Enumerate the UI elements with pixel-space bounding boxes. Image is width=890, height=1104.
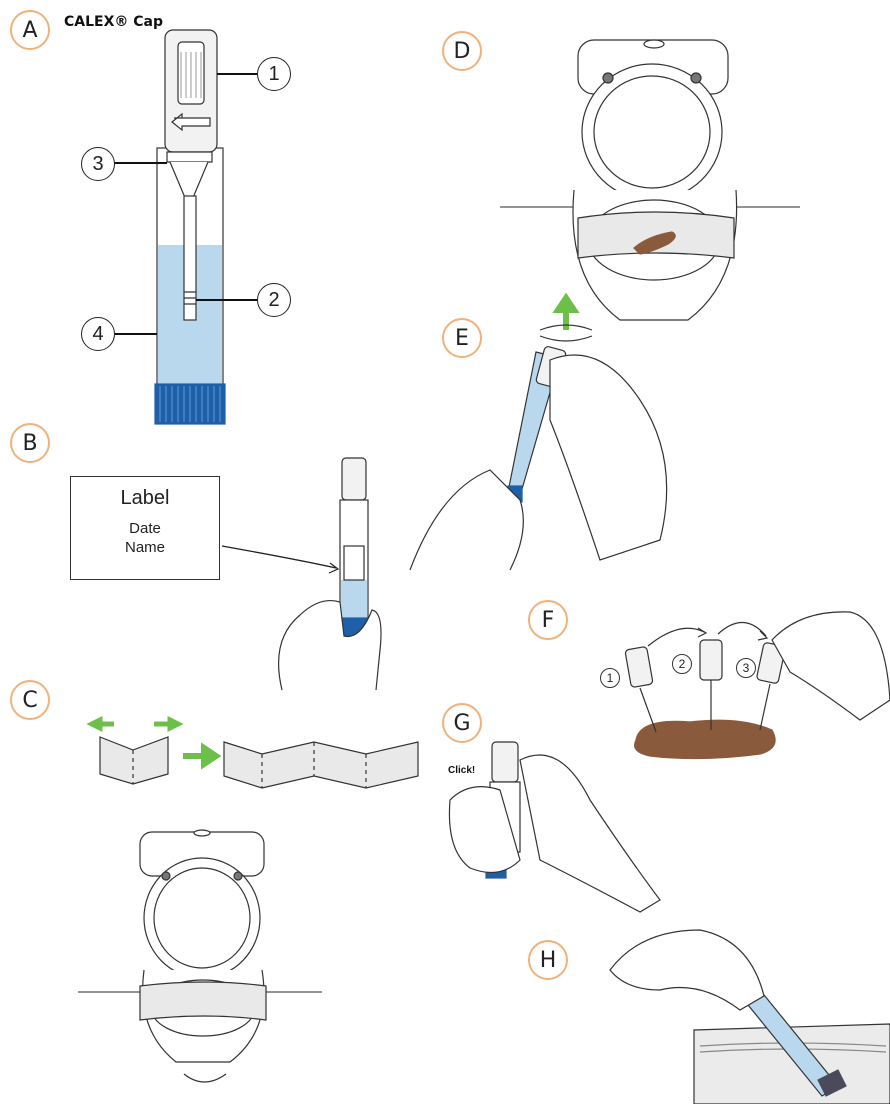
- sampling-drawing: [625, 612, 890, 759]
- label-date: Date: [71, 520, 219, 537]
- step-a-badge: A: [10, 10, 50, 50]
- step-e-badge: E: [442, 318, 482, 358]
- close-tube-drawing: [449, 742, 660, 912]
- step-b-badge: B: [10, 423, 50, 463]
- click-text: Click!: [448, 765, 475, 776]
- calex-tube-drawing: [110, 30, 258, 424]
- part-2-label: 2: [257, 283, 291, 317]
- bag-drawing: [610, 930, 890, 1104]
- sample-position-2: 2: [672, 654, 692, 674]
- label-tube-drawing: [222, 458, 381, 690]
- part-1-label: 1: [257, 57, 291, 91]
- part-3-label: 3: [81, 147, 115, 181]
- sample-position-3: 3: [736, 658, 756, 678]
- step-f-badge: F: [528, 600, 568, 640]
- product-title: CALEX® Cap: [64, 14, 163, 30]
- label-name: Name: [71, 539, 219, 556]
- step-g-badge: G: [442, 703, 482, 743]
- toilet-d-drawing: [500, 40, 800, 320]
- sample-position-1: 1: [600, 668, 620, 688]
- toilet-c-drawing: [78, 830, 322, 1082]
- label-box: Label Date Name: [70, 476, 220, 580]
- label-title: Label: [71, 487, 219, 510]
- part-4-label: 4: [81, 317, 115, 351]
- sampling-stick: [184, 196, 196, 320]
- step-d-badge: D: [442, 31, 482, 71]
- step-c-badge: C: [10, 680, 50, 720]
- paper-strip-drawing: [92, 720, 418, 788]
- step-h-badge: H: [528, 940, 568, 980]
